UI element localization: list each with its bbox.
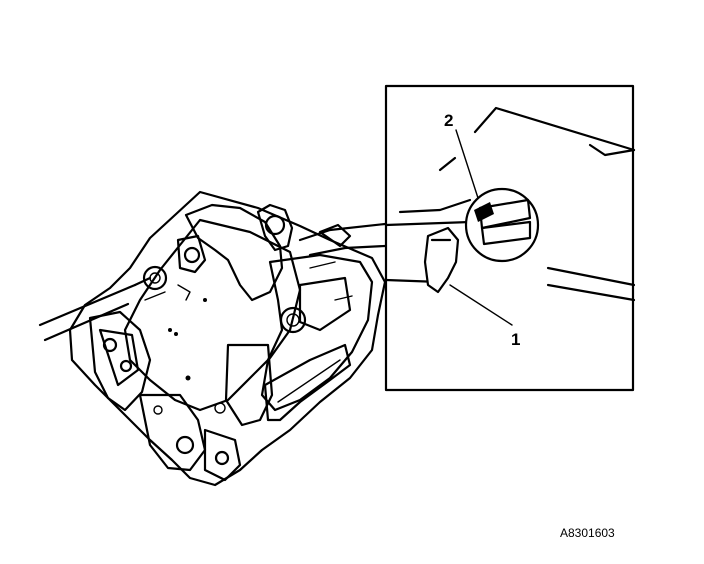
- door-lock-assembly: [38, 190, 387, 487]
- detail-inset: [384, 84, 636, 392]
- callout-2: 2: [444, 111, 453, 130]
- callout-1: 1: [511, 330, 520, 349]
- figure-id: A8301603: [560, 526, 615, 540]
